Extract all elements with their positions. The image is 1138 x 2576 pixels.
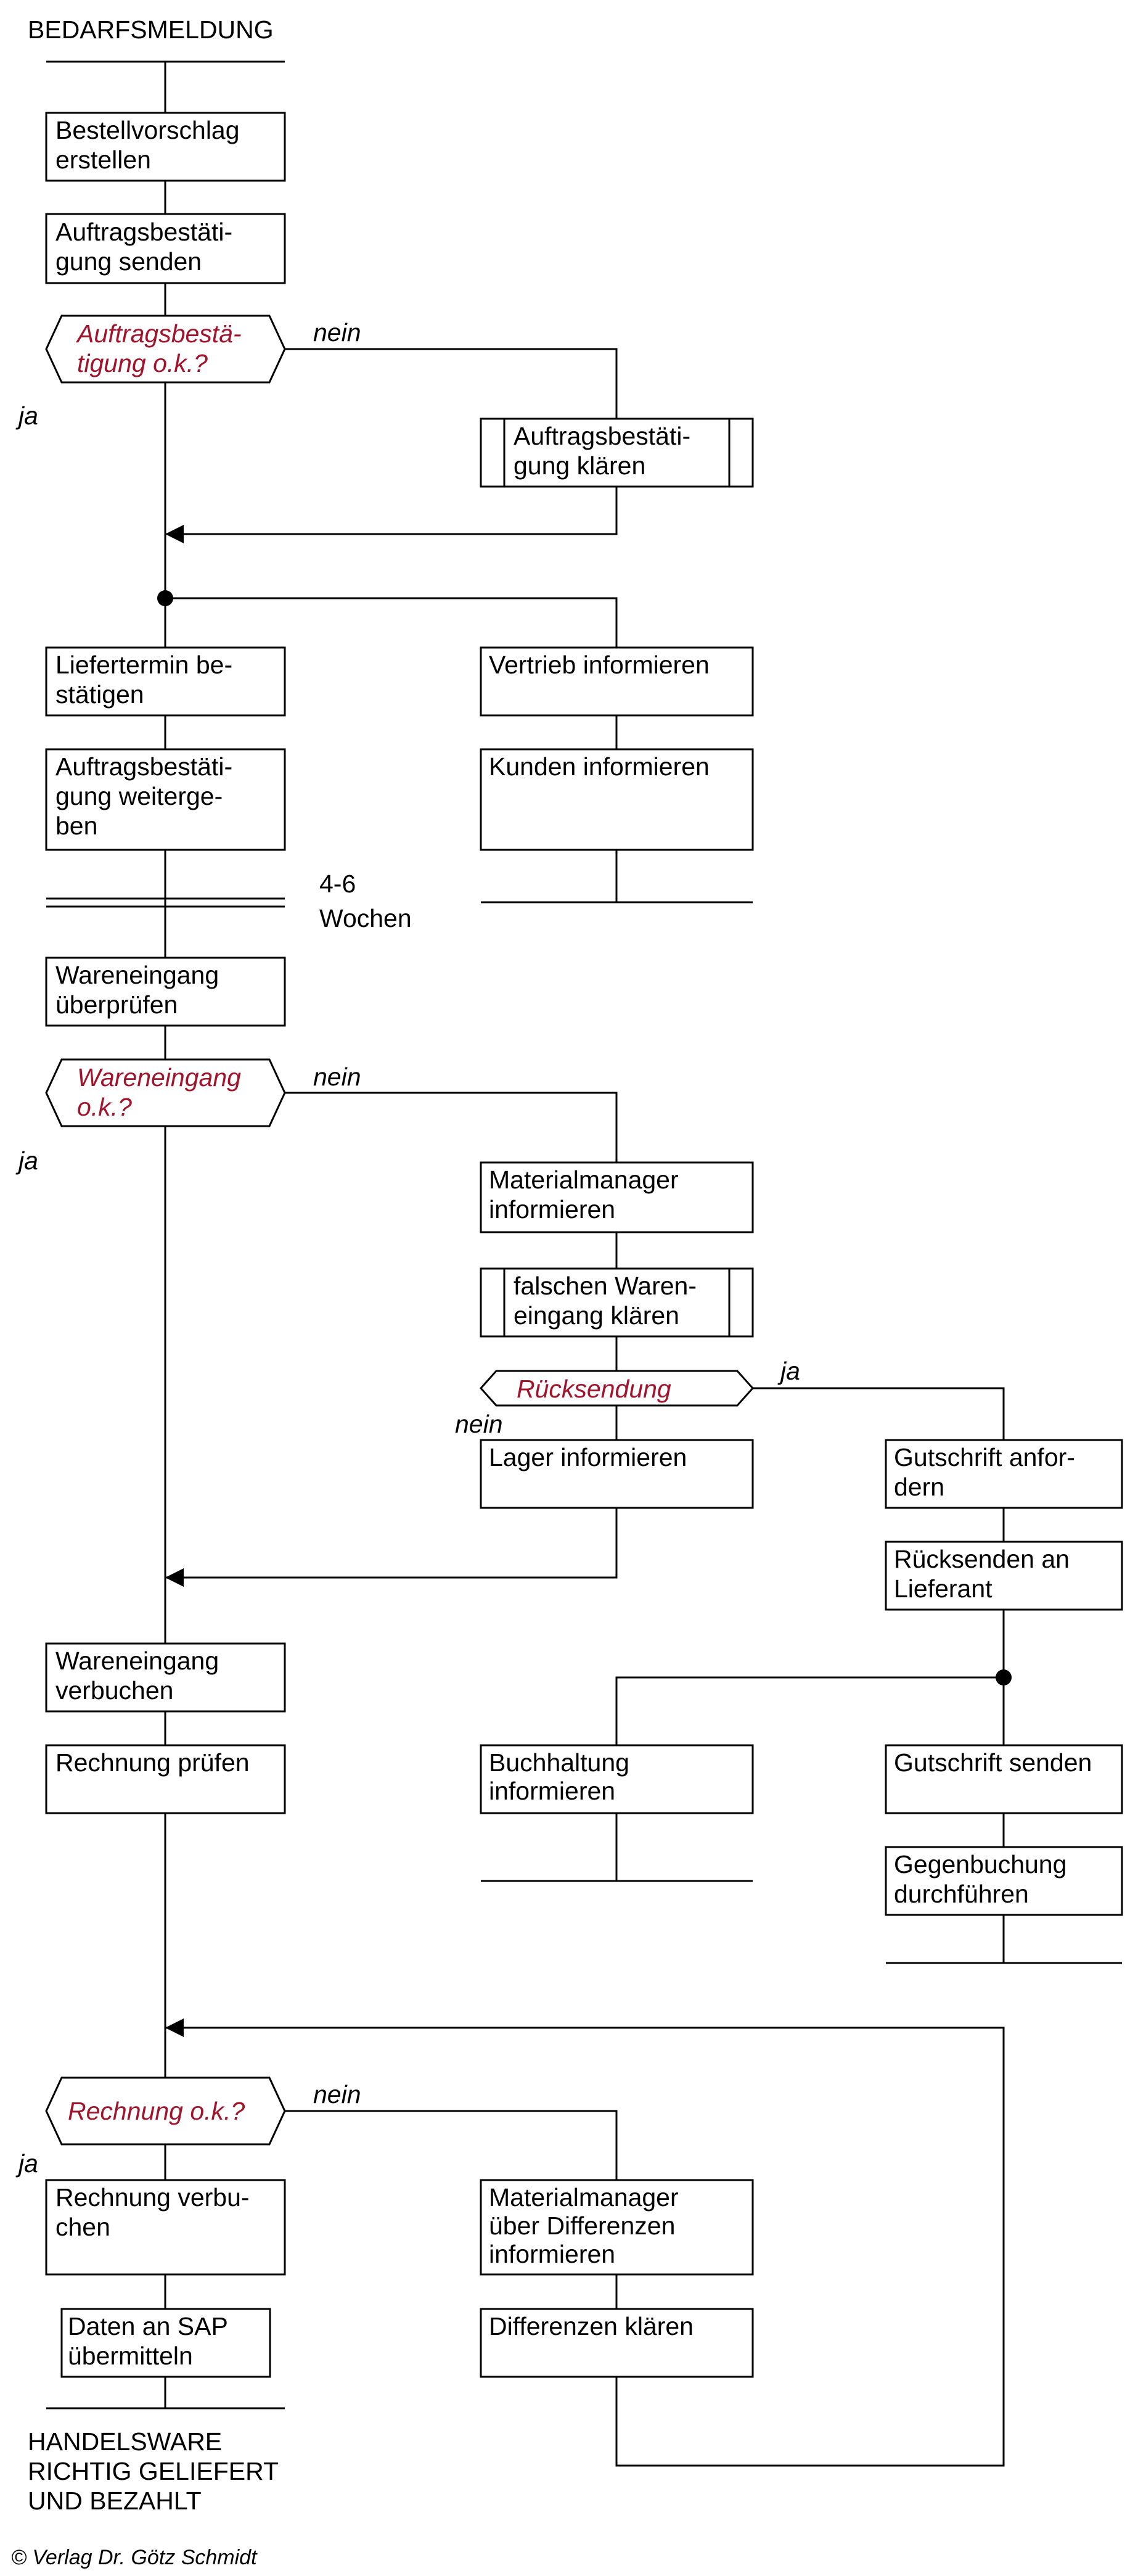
rechnung-no-loop-line: [165, 2027, 1005, 2467]
step-kunden: Kunden informieren: [480, 748, 754, 851]
step-lager: Lager informieren: [480, 1439, 754, 1509]
decision-rechnung-ok: Rechnung o.k.?: [45, 2076, 286, 2146]
arrowhead-merge-3: [165, 2018, 184, 2037]
start-event-label: BEDARFSMELDUNG: [28, 15, 274, 44]
svg-text:Materialmanager: Materialmanager: [489, 2183, 679, 2212]
svg-text:Auftragsbestä-: Auftragsbestä-: [75, 319, 242, 348]
svg-text:ben: ben: [55, 812, 97, 840]
svg-text:stätigen: stätigen: [55, 680, 144, 709]
svg-text:Auftragsbestäti-: Auftragsbestäti-: [55, 218, 232, 246]
svg-text:Rechnung verbu-: Rechnung verbu-: [55, 2183, 250, 2212]
svg-text:Differenzen klären: Differenzen klären: [489, 2312, 694, 2340]
svg-text:Kunden informieren: Kunden informieren: [489, 752, 710, 781]
svg-text:Rechnung o.k.?: Rechnung o.k.?: [68, 2097, 245, 2125]
subprocess-ab-klaeren: Auftragsbestäti- gung klären: [480, 418, 754, 488]
junction-dot-1: [157, 590, 173, 606]
step-rechnung-pruefen: Rechnung prüfen: [45, 1744, 286, 1814]
svg-text:Rücksendung: Rücksendung: [517, 1375, 671, 1403]
svg-text:informieren: informieren: [489, 1777, 615, 1805]
end-event-label: HANDELSWARE RICHTIG GELIEFERT UND BEZAHL…: [28, 2427, 279, 2515]
label-yes-4: ja: [15, 2149, 38, 2178]
svg-text:Buchhaltung: Buchhaltung: [489, 1748, 629, 1777]
svg-text:Auftragsbestäti-: Auftragsbestäti-: [514, 422, 690, 450]
svg-text:überprüfen: überprüfen: [55, 990, 178, 1019]
svg-text:UND BEZAHLT: UND BEZAHLT: [28, 2487, 202, 2515]
svg-text:informieren: informieren: [489, 1195, 615, 1224]
svg-text:Wochen: Wochen: [319, 904, 412, 932]
subprocess-falscher-we: falschen Waren- eingang klären: [480, 1267, 754, 1338]
svg-text:Vertrieb informieren: Vertrieb informieren: [489, 651, 710, 679]
svg-text:falschen Waren-: falschen Waren-: [514, 1272, 697, 1300]
svg-text:RICHTIG GELIEFERT: RICHTIG GELIEFERT: [28, 2457, 279, 2485]
step-differenzen-klaeren: Differenzen klären: [480, 2308, 754, 2378]
svg-text:o.k.?: o.k.?: [77, 1093, 132, 1121]
svg-text:chen: chen: [55, 2213, 110, 2241]
decision-we-ok: Wareneingang o.k.?: [45, 1058, 286, 1127]
svg-text:Rechnung prüfen: Rechnung prüfen: [55, 1748, 250, 1777]
label-yes-3: ja: [777, 1357, 800, 1385]
wait-duration-label: 4-6 Wochen: [319, 870, 412, 932]
svg-text:durchführen: durchführen: [894, 1880, 1029, 1908]
svg-text:Materialmanager: Materialmanager: [489, 1166, 679, 1194]
step-we-verbuchen: Wareneingang verbuchen: [45, 1642, 286, 1713]
step-gutschrift-anfordern: Gutschrift anfor- dern: [885, 1439, 1123, 1509]
svg-text:Lieferant: Lieferant: [894, 1574, 993, 1603]
svg-text:Wareneingang: Wareneingang: [77, 1063, 241, 1092]
arrowhead-merge-2: [165, 1568, 184, 1587]
svg-text:4-6: 4-6: [319, 870, 356, 898]
svg-text:Wareneingang: Wareneingang: [55, 1647, 219, 1675]
svg-text:Wareneingang: Wareneingang: [55, 961, 219, 989]
label-yes-2: ja: [15, 1146, 38, 1175]
svg-text:informieren: informieren: [489, 2240, 615, 2268]
svg-text:über Differenzen: über Differenzen: [489, 2212, 675, 2240]
arrowhead-merge-1: [165, 525, 184, 543]
label-no-3: nein: [455, 1410, 503, 1438]
svg-text:Gutschrift anfor-: Gutschrift anfor-: [894, 1443, 1075, 1471]
svg-text:tigung o.k.?: tigung o.k.?: [77, 349, 208, 377]
step-liefertermin: Liefertermin be- stätigen: [45, 646, 286, 717]
step-mm-differenzen: Materialmanager über Differenzen informi…: [480, 2179, 754, 2276]
svg-text:dern: dern: [894, 1473, 944, 1501]
step-sap: Daten an SAP übermitteln: [60, 2308, 271, 2378]
svg-text:Rücksenden an: Rücksenden an: [894, 1545, 1070, 1573]
svg-text:Lager informieren: Lager informieren: [489, 1443, 687, 1471]
junction-dot-2: [996, 1669, 1012, 1685]
decision-ab-ok: Auftragsbestä- tigung o.k.?: [45, 315, 286, 384]
label-no-1: nein: [313, 318, 361, 347]
step-rechnung-verbuchen: Rechnung verbu- chen: [45, 2179, 286, 2276]
label-yes-1: ja: [15, 401, 38, 430]
svg-text:eingang klären: eingang klären: [514, 1301, 679, 1330]
svg-text:Gutschrift senden: Gutschrift senden: [894, 1748, 1092, 1777]
svg-text:gung weiterge-: gung weiterge-: [55, 782, 223, 810]
svg-text:Auftragsbestäti-: Auftragsbestäti-: [55, 752, 232, 781]
step-ab-senden: Auftragsbestäti- gung senden: [45, 213, 286, 284]
step-buchhaltung: Buchhaltung informieren: [480, 1744, 754, 1814]
svg-text:Gegenbuchung: Gegenbuchung: [894, 1850, 1066, 1879]
svg-text:Daten an SAP: Daten an SAP: [68, 2312, 228, 2340]
label-no-4: nein: [313, 2080, 361, 2109]
copyright-notice: © Verlag Dr. Götz Schmidt: [11, 2546, 258, 2569]
decision-ruecksendung: Rücksendung: [479, 1370, 755, 1407]
step-we-pruefen: Wareneingang überprüfen: [45, 957, 286, 1027]
svg-text:verbuchen: verbuchen: [55, 1676, 173, 1705]
svg-text:gung klären: gung klären: [514, 451, 645, 480]
svg-text:übermitteln: übermitteln: [68, 2342, 193, 2370]
step-mm-informieren: Materialmanager informieren: [480, 1161, 754, 1233]
step-bestellvorschlag: Bestellvorschlag erstellen: [45, 112, 286, 182]
svg-text:Bestellvorschlag: Bestellvorschlag: [55, 116, 240, 144]
svg-text:HANDELSWARE: HANDELSWARE: [28, 2427, 222, 2456]
step-gegenbuchung: Gegenbuchung durchführen: [885, 1846, 1123, 1916]
label-no-2: nein: [313, 1063, 361, 1091]
step-vertrieb: Vertrieb informieren: [480, 646, 754, 717]
svg-text:gung senden: gung senden: [55, 247, 202, 276]
step-gutschrift-senden: Gutschrift senden: [885, 1744, 1123, 1814]
svg-text:erstellen: erstellen: [55, 146, 151, 174]
step-ruecksenden: Rücksenden an Lieferant: [885, 1541, 1123, 1611]
svg-text:Liefertermin be-: Liefertermin be-: [55, 651, 232, 679]
step-ab-weitergeben: Auftragsbestäti- gung weiterge- ben: [45, 748, 286, 851]
